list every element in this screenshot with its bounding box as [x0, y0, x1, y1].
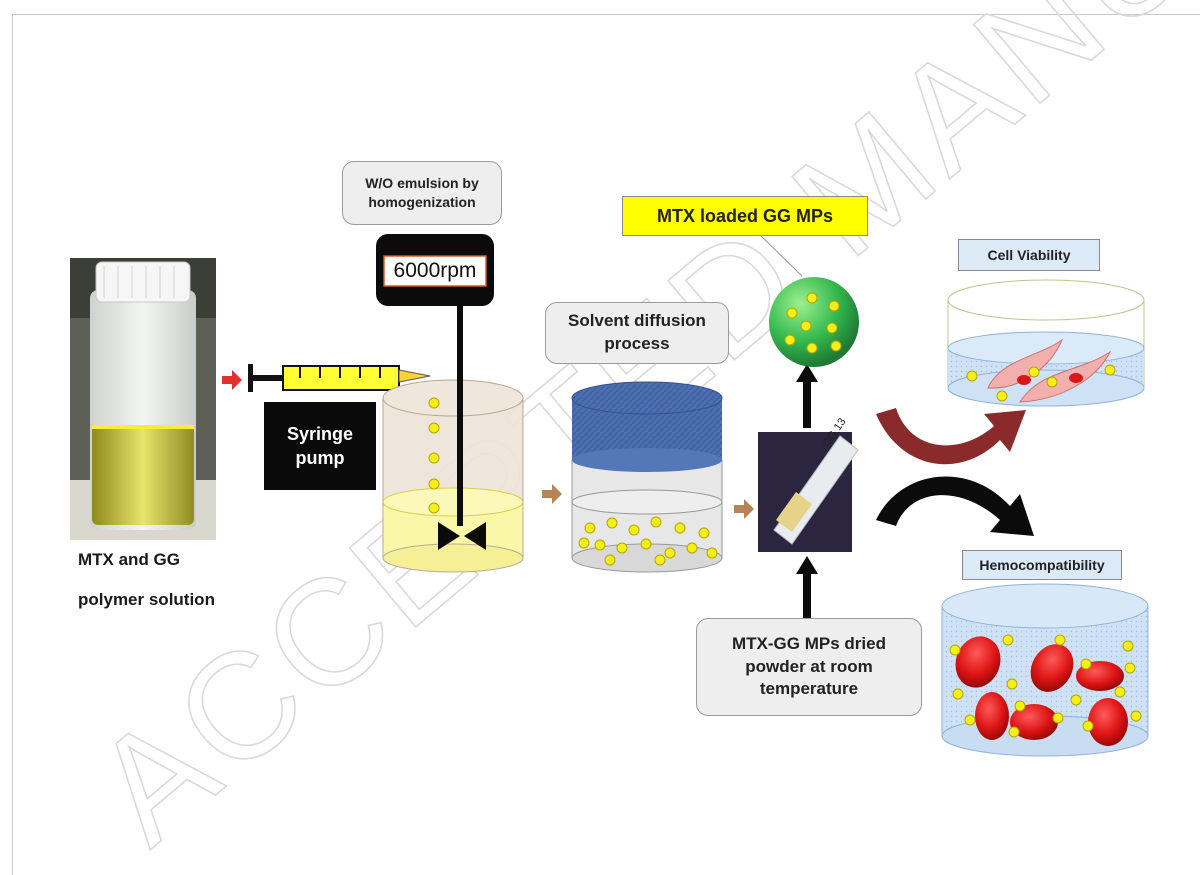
up-arrow-icon [796, 556, 818, 620]
cell-viability-plate [947, 279, 1145, 407]
microparticle-icon [759, 234, 859, 367]
homogenizer-speed: 6000rpm [393, 259, 477, 282]
mtx-loaded-label: MTX loaded GG MPs [622, 196, 868, 236]
hemocompatibility-plate [941, 583, 1149, 757]
dried-powder-photo: GG 13 [758, 416, 859, 552]
curved-arrow-to-cell-icon [876, 408, 1026, 465]
hemocompatibility-label: Hemocompatibility [962, 550, 1122, 580]
homogenizer-icon [376, 234, 494, 550]
brown-arrow-icon [542, 484, 562, 504]
emulsion-beaker [382, 379, 524, 573]
page-frame [12, 14, 1200, 875]
up-arrow-icon [796, 364, 818, 428]
vial-photo [70, 258, 216, 540]
syringe-pump-label: Syringe pump [264, 402, 376, 490]
syringe-icon [248, 364, 431, 392]
curved-arrow-to-blood-icon [876, 476, 1034, 536]
dried-powder-label: MTX-GG MPs dried powder at room temperat… [696, 618, 922, 716]
vial-caption-line2: polymer solution [78, 590, 215, 609]
red-arrow-icon [222, 370, 242, 390]
brown-arrow-icon [734, 499, 754, 519]
cell-viability-label: Cell Viability [958, 239, 1100, 271]
solvent-diffusion-label: Solvent diffusion process [545, 302, 729, 364]
vial-caption-line1: MTX and GG [78, 550, 180, 569]
solvent-diffusion-container [571, 381, 723, 573]
emulsion-label: W/O emulsion by homogenization [342, 161, 502, 225]
